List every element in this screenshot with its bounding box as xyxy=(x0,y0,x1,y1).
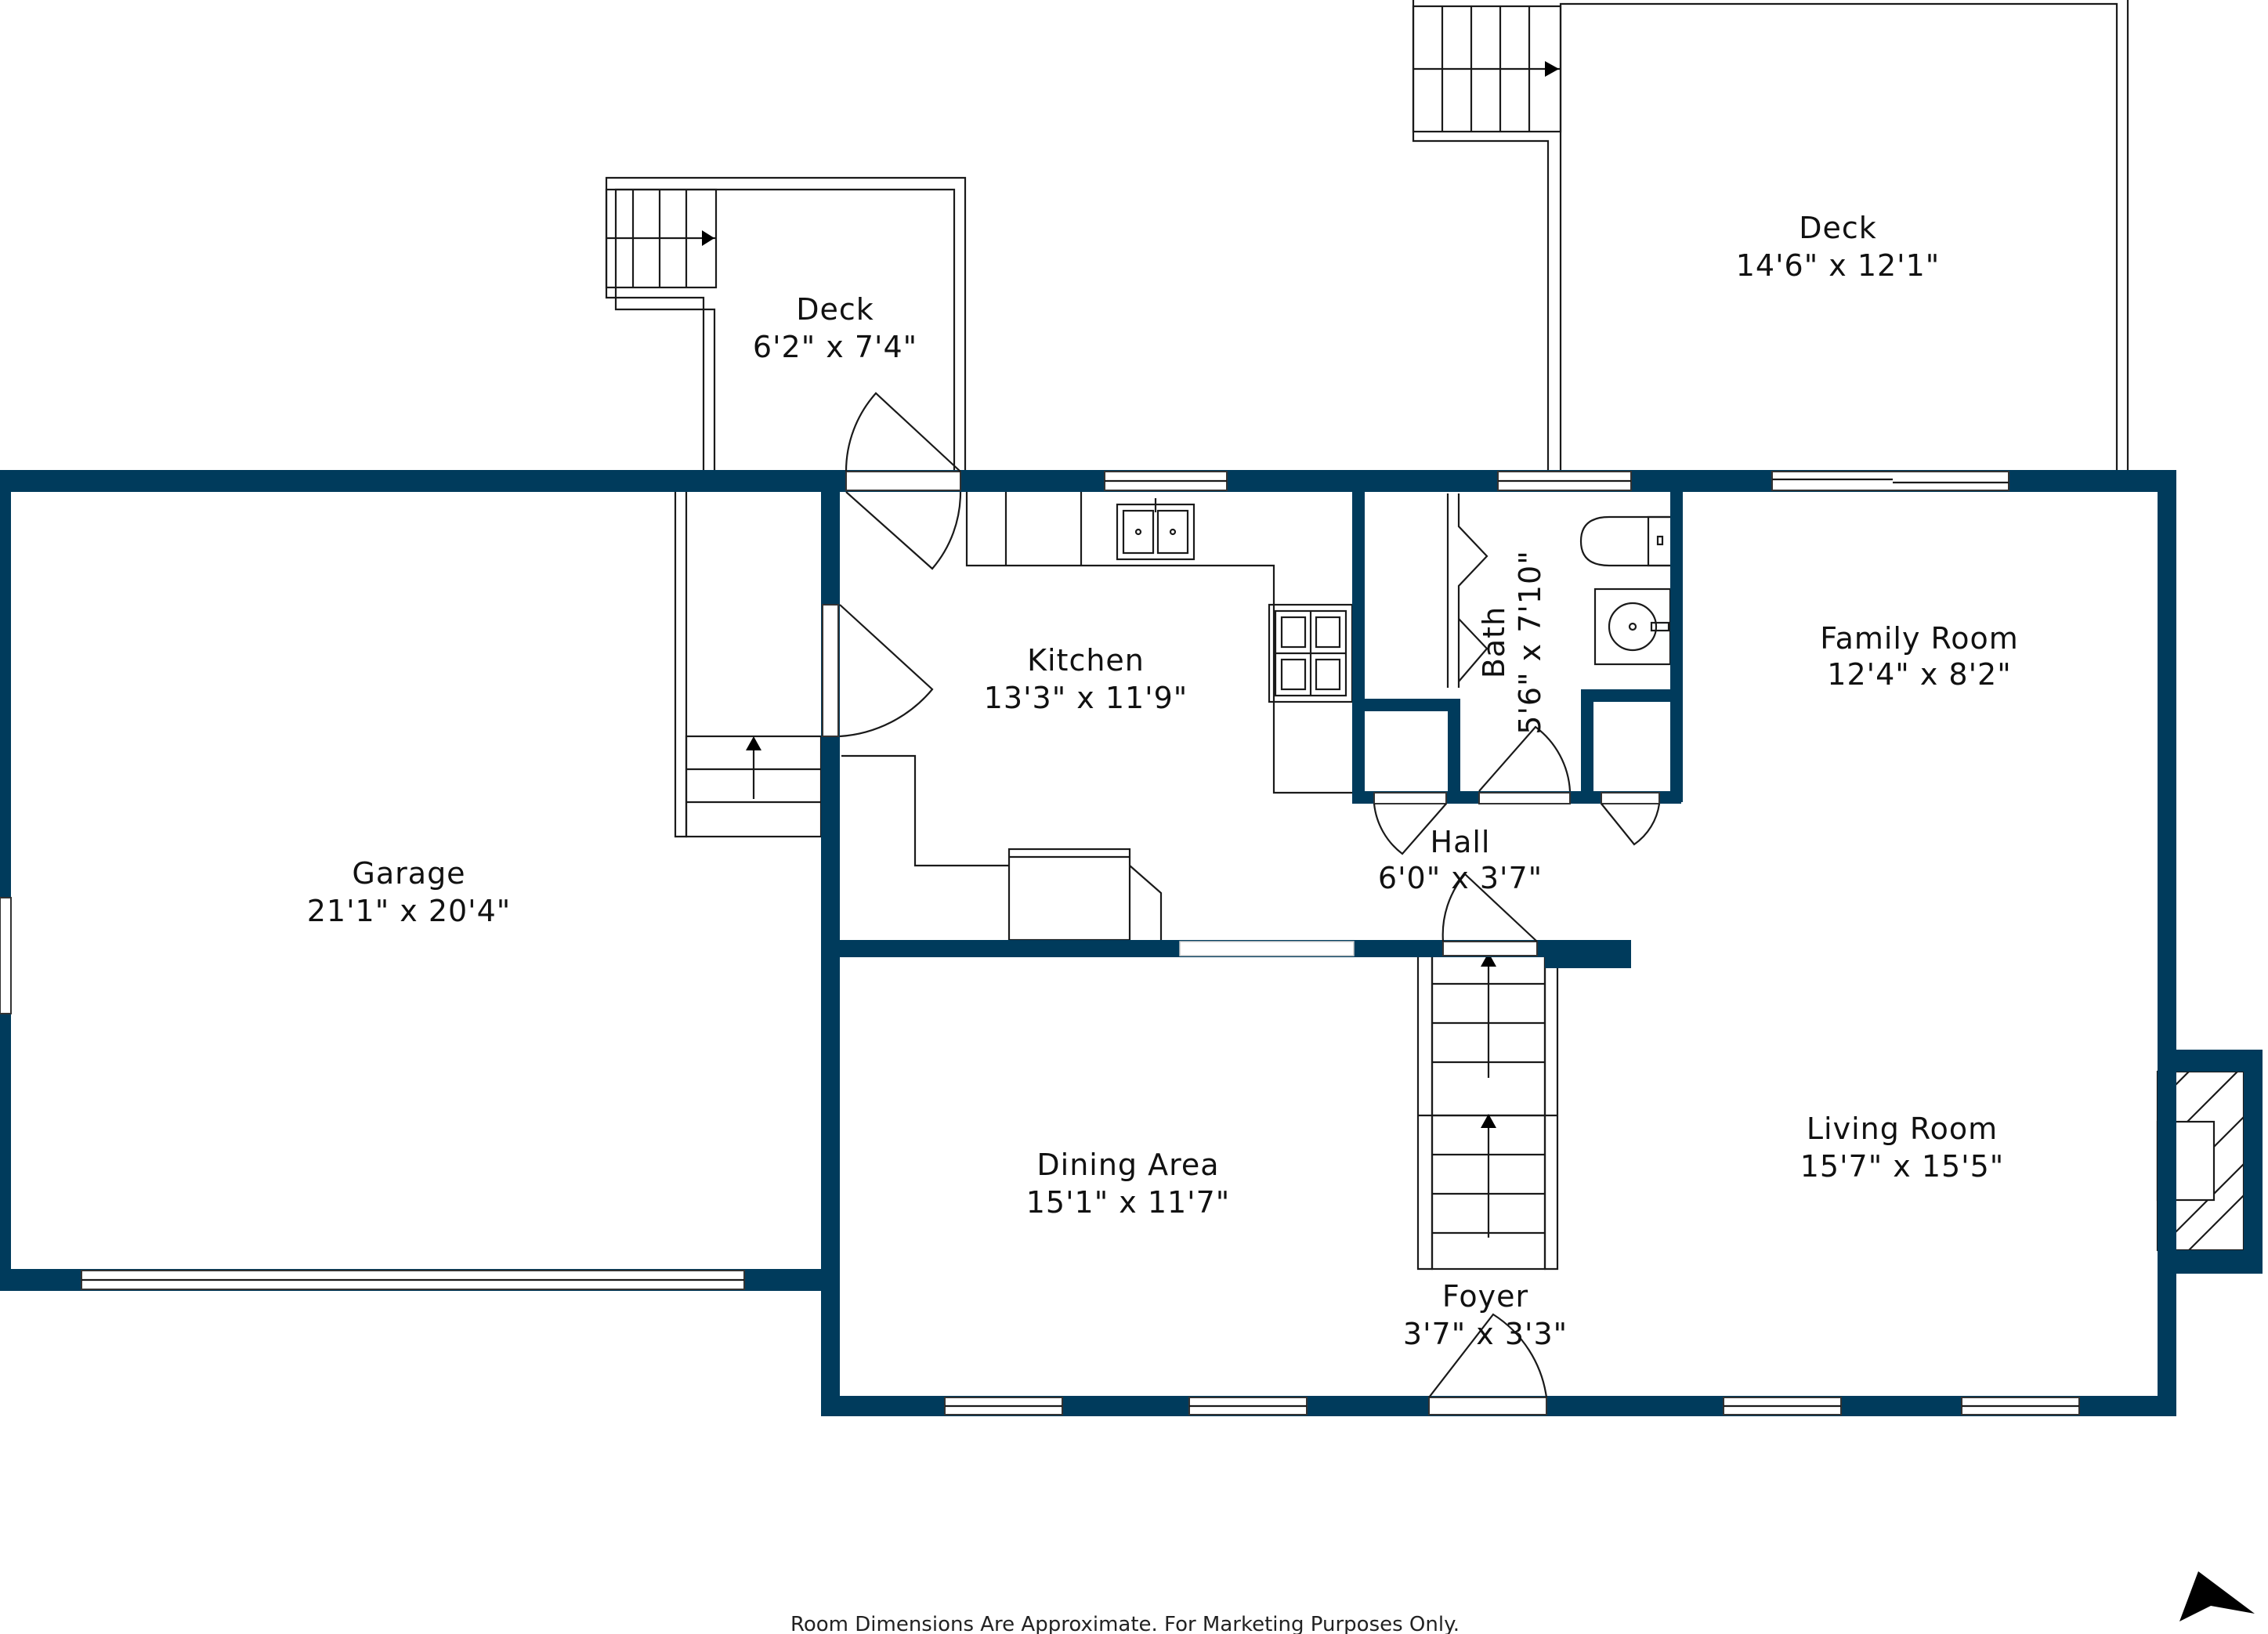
kitchen-peninsula xyxy=(841,754,1163,942)
dining-area-dims: 15'1" x 11'7" xyxy=(1026,1185,1231,1220)
deck-small-stairs xyxy=(605,188,718,289)
family-room-dims: 12'4" x 8'2" xyxy=(1827,657,2011,692)
deck-large-dims: 14'6" x 12'1" xyxy=(1736,248,1941,283)
deck-large-stairs xyxy=(1412,5,1562,133)
family-room-name: Family Room xyxy=(1820,621,2019,656)
living-room-name: Living Room xyxy=(1807,1112,1998,1146)
deck-large-outline xyxy=(1412,0,2129,472)
dining-area-name: Dining Area xyxy=(1036,1148,1219,1182)
bath-name: Bath xyxy=(1477,606,1511,678)
garage-stairs xyxy=(674,492,823,838)
north-arrow-icon xyxy=(2179,1571,2255,1621)
interior-walls xyxy=(821,492,1683,968)
kitchen-counters xyxy=(965,492,1352,794)
foyer-name: Foyer xyxy=(1442,1279,1528,1314)
garage-name: Garage xyxy=(352,856,465,891)
hall-dims: 6'0" x 3'7" xyxy=(1378,861,1543,895)
deck-large-name: Deck xyxy=(1799,211,1877,245)
hall-name: Hall xyxy=(1431,825,1491,859)
living-room-dims: 15'7" x 15'5" xyxy=(1800,1149,2005,1184)
stove-icon xyxy=(1268,603,1354,703)
deck-small-name: Deck xyxy=(796,292,874,327)
deck-small-outline xyxy=(605,176,967,472)
bath-closet-door xyxy=(1446,493,1488,688)
bath-dims: 5'6" x 7'10" xyxy=(1513,550,1547,734)
foyer-dims: 3'7" x 3'3" xyxy=(1403,1317,1568,1351)
windows xyxy=(0,471,2080,1415)
deck-small-dims: 6'2" x 7'4" xyxy=(753,330,917,364)
sink-icon xyxy=(1593,587,1672,666)
kitchen-name: Kitchen xyxy=(1027,643,1145,678)
footer-disclaimer: Room Dimensions Are Approximate. For Mar… xyxy=(790,1613,1460,1634)
main-stairs xyxy=(1416,953,1559,1271)
doors xyxy=(822,392,1661,1415)
toilet-icon xyxy=(1579,515,1673,567)
garage-dims: 21'1" x 20'4" xyxy=(307,894,512,928)
room-labels: Deck 6'2" x 7'4" Deck 14'6" x 12'1" Kitc… xyxy=(307,211,2019,1351)
kitchen-dims: 13'3" x 11'9" xyxy=(984,681,1188,715)
